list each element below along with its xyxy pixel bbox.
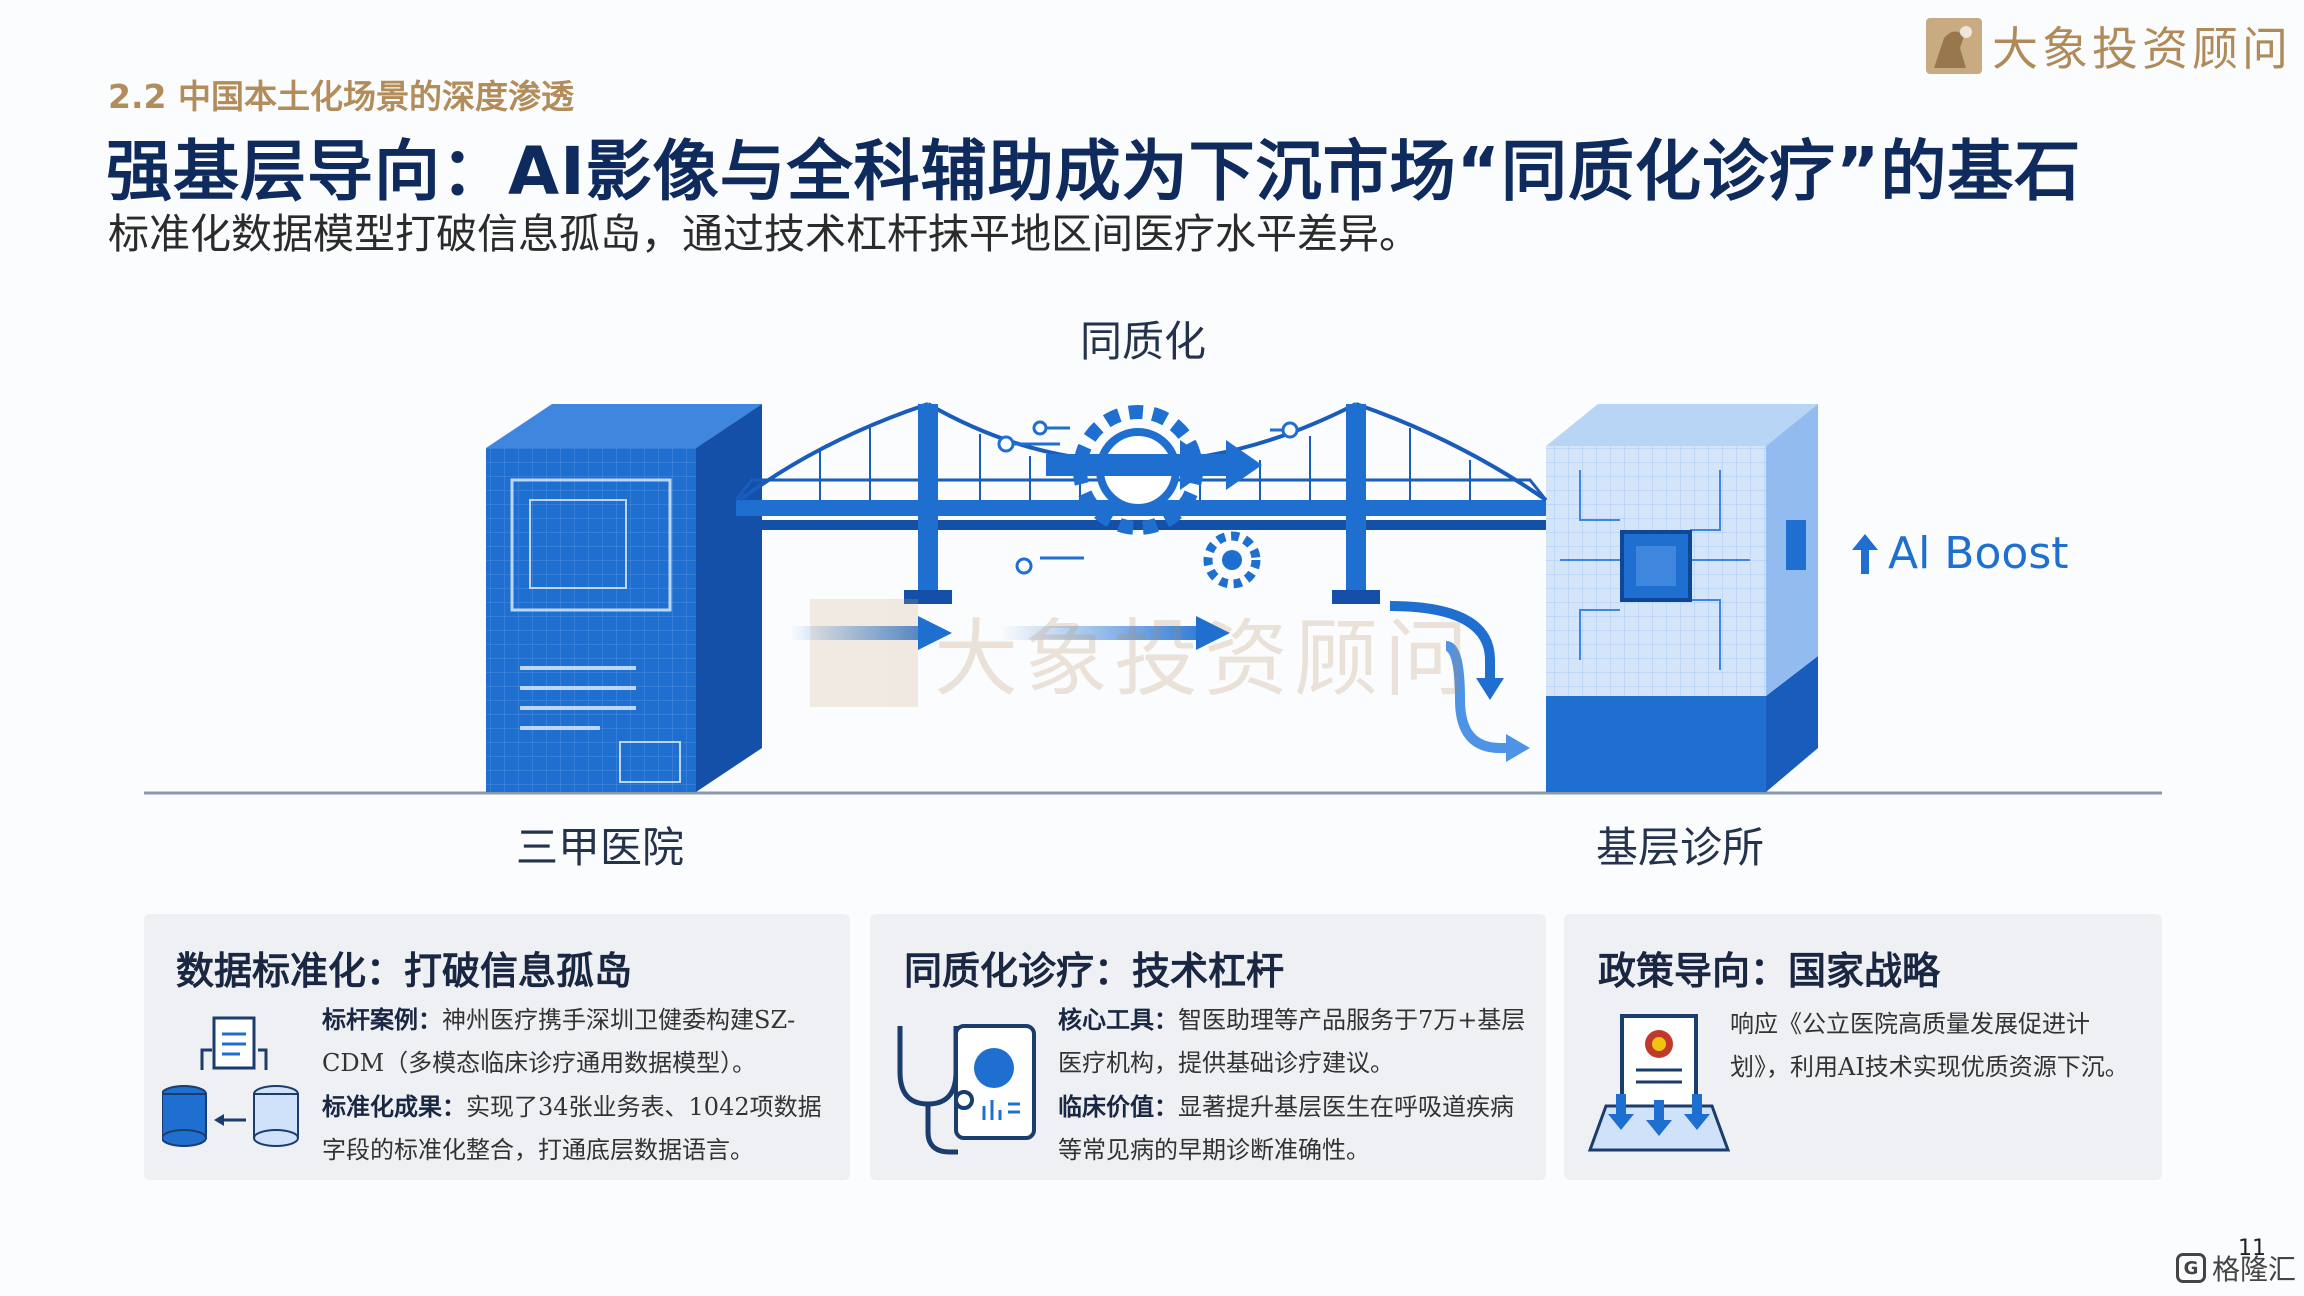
flow-arrows-icon: [790, 601, 1530, 762]
policy-document-icon: [1587, 1014, 1731, 1152]
gelonghui-logo-icon: G: [2176, 1253, 2206, 1283]
card-data-standardization: 数据标准化：打破信息孤岛 标杆案例：神州医疗携手深圳卫健委构建SZ-CDM（多模…: [144, 914, 850, 1180]
database-sync-icon: [162, 1016, 299, 1147]
card-homogenized-diagnosis: 同质化诊疗：技术杠杆 核心工具：智医助理等产品服务于7万+基层医疗机构，提供基础…: [870, 914, 1546, 1180]
card-line: 核心工具：智医助理等产品服务于7万+基层医疗机构，提供基础诊疗建议。: [1058, 998, 1528, 1085]
primary-clinic-label: 基层诊所: [1596, 823, 1765, 872]
card-line-text: 神州医疗携手深圳卫健委构建SZ-CDM（多模态临床诊疗通用数据模型）。: [322, 1006, 796, 1077]
gelonghui-watermark: G 格隆汇: [2176, 1248, 2296, 1288]
card-policy-guidance: 政策导向：国家战略 响应《公立医院高质量发展促进计划》，利用AI技术实现优质资源…: [1564, 914, 2162, 1180]
watermark-logo-icon: [810, 598, 918, 707]
gelonghui-text: 格隆汇: [2212, 1253, 2297, 1286]
card-line-key: 标准化成果：: [322, 1092, 466, 1121]
arrow-up-icon: [1852, 533, 1878, 574]
watermark-text: 大象投资顾问: [934, 610, 1475, 708]
card-title: 政策导向：国家战略: [1598, 949, 1941, 993]
card-line-text: 显著提升基层医生在呼吸道疾病等常见病的早期诊断准确性。: [1058, 1093, 1514, 1164]
card-line-text: 实现了34张业务表、1042项数据字段的标准化整合，打通底层数据语言。: [322, 1093, 822, 1164]
card-body: 响应《公立医院高质量发展促进计划》，利用AI技术实现优质资源下沉。: [1730, 1002, 2144, 1089]
tertiary-hospital-label: 三甲医院: [516, 823, 685, 872]
ai-boost-label: Al Boost: [1852, 528, 2069, 579]
card-line-text: 响应《公立医院高质量发展促进计划》，利用AI技术实现优质资源下沉。: [1730, 1010, 2129, 1081]
card-title: 同质化诊疗：技术杠杆: [904, 949, 1285, 993]
card-title: 数据标准化：打破信息孤岛: [176, 949, 633, 993]
card-line-key: 标杆案例：: [322, 1005, 442, 1034]
section-number: 2.2 中国本土化场景的深度渗透: [108, 77, 574, 116]
card-line: 标杆案例：神州医疗携手深圳卫健委构建SZ-CDM（多模态临床诊疗通用数据模型）。: [322, 998, 832, 1085]
card-line: 标准化成果：实现了34张业务表、1042项数据字段的标准化整合，打通底层数据语言…: [322, 1085, 832, 1172]
brand-logo-group: 大象投资顾问: [1926, 16, 2292, 76]
clinic-building-icon: [1546, 404, 1818, 792]
card-body: 标杆案例：神州医疗携手深圳卫健委构建SZ-CDM（多模态临床诊疗通用数据模型）。…: [322, 998, 832, 1172]
watermark: 大象投资顾问: [810, 592, 1474, 713]
card-line-key: 核心工具：: [1058, 1005, 1178, 1034]
elephant-logo-icon: [1926, 18, 1982, 74]
card-line-key: 临床价值：: [1058, 1092, 1178, 1121]
stethoscope-tablet-icon: [897, 1024, 1036, 1155]
card-line: 临床价值：显著提升基层医生在呼吸道疾病等常见病的早期诊断准确性。: [1058, 1085, 1528, 1172]
card-line-text: 智医助理等产品服务于7万+基层医疗机构，提供基础诊疗建议。: [1058, 1006, 1526, 1077]
gear-icon: [997, 405, 1299, 589]
brand-name: 大象投资顾问: [1992, 22, 2292, 76]
card-line: 响应《公立医院高质量发展促进计划》，利用AI技术实现优质资源下沉。: [1730, 1002, 2144, 1089]
ai-boost-text: Al Boost: [1888, 528, 2069, 579]
card-body: 核心工具：智医助理等产品服务于7万+基层医疗机构，提供基础诊疗建议。 临床价值：…: [1058, 998, 1528, 1172]
page-subtitle: 标准化数据模型打破信息孤岛，通过技术杠杆抹平地区间医疗水平差异。: [108, 210, 1420, 258]
homogenization-label: 同质化: [1080, 317, 1207, 366]
page-title: 强基层导向：AI影像与全科辅助成为下沉市场“同质化诊疗”的基石: [106, 133, 2082, 210]
hospital-building-icon: [486, 404, 762, 792]
page-number: 11: [2238, 1236, 2266, 1261]
